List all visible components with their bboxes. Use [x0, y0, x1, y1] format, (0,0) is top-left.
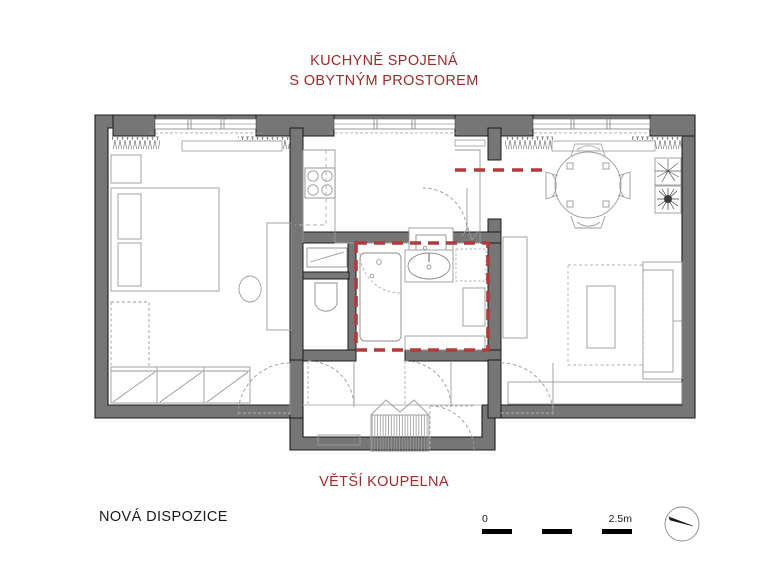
living-furniture — [502, 143, 683, 405]
burner-4 — [321, 184, 333, 196]
table-mark-2 — [602, 162, 610, 170]
stove-hob — [304, 167, 336, 199]
living-rug — [567, 264, 644, 366]
window-kitchen — [330, 118, 460, 134]
wall-cabinets — [295, 150, 327, 226]
dining-chair-top — [570, 143, 606, 157]
bathtub-tap — [376, 259, 382, 265]
door-bath-swing — [404, 360, 452, 408]
walls-layer — [94, 114, 696, 451]
coffee-table — [586, 285, 616, 349]
sofa-seat — [642, 269, 674, 373]
bathtub-drain — [369, 273, 375, 279]
living-shelf — [502, 236, 528, 339]
plant-pot-2 — [654, 185, 682, 214]
dining-chair-bottom — [570, 215, 606, 229]
washing-machine — [455, 248, 487, 282]
media-unit — [507, 381, 683, 405]
partition-bedroom-kitchen — [289, 127, 304, 361]
scale-segment — [602, 529, 632, 534]
partition-wc-shelf — [302, 271, 350, 280]
curtain-bedroom-left — [112, 136, 160, 149]
desk-chair — [238, 275, 262, 303]
dining-chair-right — [617, 171, 631, 200]
partition-hall-bedroom — [289, 359, 304, 419]
scale-segment — [512, 529, 542, 534]
pillow-2 — [117, 242, 142, 287]
radiator-bedroom — [181, 140, 283, 152]
scale-min-label: 0 — [482, 513, 488, 525]
scale-segment — [542, 529, 572, 534]
plant-pot-1 — [654, 157, 682, 186]
scale-bar: 0 2.5m — [482, 513, 632, 541]
partition-kitchen-living — [487, 127, 502, 161]
hall-wardrobe — [370, 414, 430, 452]
bedroom-rug — [110, 301, 150, 371]
scale-segment — [572, 529, 602, 534]
wc-cistern — [306, 247, 348, 268]
kitchen-annotation-line-2: S OBYTNÝM PROSTOREM — [289, 73, 479, 89]
partition-hall-living — [487, 359, 502, 419]
bathtub-curve — [359, 252, 401, 294]
sofa — [642, 261, 683, 380]
scale-max-label: 2.5m — [608, 513, 632, 525]
plant-foliage-2 — [657, 188, 679, 210]
partition-bath-hall — [302, 349, 357, 362]
windows-layer — [150, 118, 655, 134]
wc-cistern-line — [309, 251, 345, 263]
table-mark-4 — [602, 200, 610, 208]
bath-cabinet — [462, 287, 486, 327]
bathroom-fixtures — [354, 241, 490, 352]
kitchen-annotation-line-1: KUCHYNĚ SPOJENÁ — [310, 53, 458, 69]
wardrobe — [110, 366, 251, 404]
desk — [266, 222, 292, 331]
doors-layer — [237, 360, 554, 451]
table-mark-3 — [566, 200, 574, 208]
wc-fixtures — [306, 247, 348, 312]
burner-1 — [307, 170, 319, 182]
dining-table — [554, 151, 622, 219]
table-mark-1 — [566, 162, 574, 170]
bathroom-annotation: VĚTŠÍ KOUPELNA — [319, 474, 449, 490]
radiator-living — [551, 140, 656, 152]
north-arrow-icon — [664, 506, 700, 542]
pillow-1 — [117, 193, 142, 240]
wall-pier-4 — [649, 114, 696, 137]
dining-chair-left — [545, 171, 559, 200]
window-living — [529, 118, 655, 134]
hallway-furniture — [303, 399, 482, 452]
nightstand — [110, 154, 142, 184]
page-title: NOVÁ DISPOZICE — [99, 509, 228, 525]
hall-bench — [317, 434, 361, 446]
bath-shelf-lower — [404, 335, 486, 351]
kitchen-annotation: KUCHYNĚ SPOJENÁ S OBYTNÝM PROSTOREM — [289, 51, 478, 91]
burner-2 — [321, 170, 333, 182]
kitchen-counter — [303, 149, 481, 244]
window-bedroom — [150, 118, 262, 134]
exterior-wall — [94, 114, 696, 451]
radiator-kitchen — [454, 139, 486, 147]
curtains-layer — [112, 136, 682, 152]
scale-segment — [482, 529, 512, 534]
bedroom-furniture — [110, 154, 292, 404]
bathtub — [359, 252, 402, 342]
washbasin-drain — [426, 264, 432, 270]
bathroom-highlight-outline — [354, 241, 490, 352]
burner-3 — [307, 184, 319, 196]
kitchen-zigzag — [461, 227, 479, 242]
kitchen-door-swing — [422, 187, 468, 233]
curtain-living-left — [505, 136, 553, 149]
door-entrance-swing — [429, 405, 475, 451]
wall-pier-1 — [112, 114, 156, 137]
door-wc-swing — [307, 360, 355, 408]
bed — [110, 187, 220, 292]
hall-wardrobe-gable — [370, 399, 430, 416]
scale-bar-segments — [482, 529, 632, 534]
plant-foliage-1 — [655, 159, 681, 183]
toilet-bowl — [314, 282, 338, 312]
